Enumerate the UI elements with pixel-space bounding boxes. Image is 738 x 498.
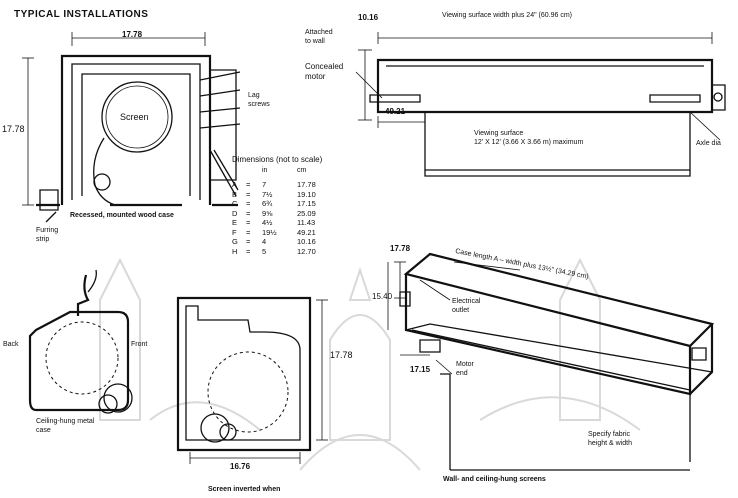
dimension-inches: 5 xyxy=(262,246,267,256)
unit-cm-header: cm xyxy=(297,167,307,174)
case-bottom-dim: 17.15 xyxy=(410,365,431,374)
dimension-letter: E xyxy=(232,218,238,227)
dimension-inches: 4½ xyxy=(262,218,273,227)
screen-label: Screen xyxy=(120,112,149,122)
dimension-cm: 49.21 xyxy=(297,227,316,237)
dimension-equals: = xyxy=(246,189,251,199)
attached-to-wall-label: Attached to wall xyxy=(305,29,333,45)
axle-label: Axle dia xyxy=(696,140,721,147)
wall-mount-drawing xyxy=(355,32,726,177)
dimension-cm: 11.43 xyxy=(297,218,316,227)
dimension-letter: B xyxy=(232,189,238,199)
case-left-dim: 15.40 xyxy=(372,292,393,301)
furring-strip-label: Furring strip xyxy=(36,227,59,243)
dimension-cm: 12.70 xyxy=(297,246,316,256)
dimension-inches: 6¾ xyxy=(262,199,273,208)
back-label: Back xyxy=(3,341,19,348)
wall-left-dim: 49.21 xyxy=(385,107,406,116)
dimension-letter: H xyxy=(232,246,238,256)
dimension-equals: = xyxy=(246,208,251,218)
dimension-letter: A xyxy=(232,180,238,189)
watermark-emblem xyxy=(99,257,641,471)
inverted-height-dim: 17.78 xyxy=(330,350,353,360)
ceiling-hung-case-drawing xyxy=(28,269,133,414)
dimension-equals: = xyxy=(246,227,251,237)
page-heading: TYPICAL INSTALLATIONS xyxy=(14,9,149,20)
dimension-equals: = xyxy=(246,199,251,208)
lag-screws-label: Lag screws xyxy=(248,92,270,108)
recessed-height-dim: 17.78 xyxy=(2,124,25,134)
specify-fabric-label: Specify fabric height & width xyxy=(588,431,632,447)
dimension-cm: 17.78 xyxy=(297,180,316,189)
dimension-cm: 25.09 xyxy=(297,208,316,218)
dimension-cm: 10.16 xyxy=(297,237,316,246)
dimension-inches: 9⅝ xyxy=(262,208,273,218)
viewing-width-note: Viewing surface width plus 24" (60.96 cm… xyxy=(442,12,572,19)
dimension-inches: 19½ xyxy=(262,227,277,237)
recessed-case-drawing xyxy=(22,32,241,223)
dimension-letter: G xyxy=(232,237,238,246)
case-top-dim: 17.78 xyxy=(390,244,411,253)
recessed-caption: Recessed, mounted wood case xyxy=(70,212,174,219)
dimension-equals: = xyxy=(246,246,251,256)
electrical-outlet-label: Electrical outlet xyxy=(452,298,481,314)
inverted-caption: Screen inverted when xyxy=(208,486,281,493)
front-label: Front xyxy=(131,341,148,348)
recessed-width-dim: 17.78 xyxy=(122,30,143,39)
case-3d-drawing xyxy=(387,252,715,471)
dimension-cm: 17.15 xyxy=(297,199,316,208)
dimension-letter: F xyxy=(232,227,237,237)
inverted-case-drawing xyxy=(176,296,328,464)
motor-end-label: Motor end xyxy=(456,361,474,377)
unit-in-header: in xyxy=(262,167,268,174)
concealed-motor-label: Concealed motor xyxy=(305,62,344,81)
viewing-surface-label: Viewing surface 12' X 12' (3.66 X 3.66 m… xyxy=(474,130,584,146)
dimension-letter: C xyxy=(232,199,238,208)
wall-ceiling-caption: Wall- and ceiling-hung screens xyxy=(443,476,546,483)
dimension-equals: = xyxy=(246,180,251,189)
dimension-inches: 7 xyxy=(262,180,267,189)
dimension-letter: D xyxy=(232,208,238,218)
dimension-equals: = xyxy=(246,218,251,227)
wall-height-dim: 10.16 xyxy=(358,13,379,22)
dimensions-title: Dimensions (not to scale) xyxy=(232,155,323,164)
dimension-inches: 7½ xyxy=(262,189,273,199)
dimension-cm: 19.10 xyxy=(297,189,316,199)
dimension-equals: = xyxy=(246,237,251,246)
ceiling-hung-caption: Ceiling-hung metal case xyxy=(36,418,95,434)
dimension-inches: 4 xyxy=(262,237,267,246)
inverted-width-dim: 16.76 xyxy=(230,462,251,471)
